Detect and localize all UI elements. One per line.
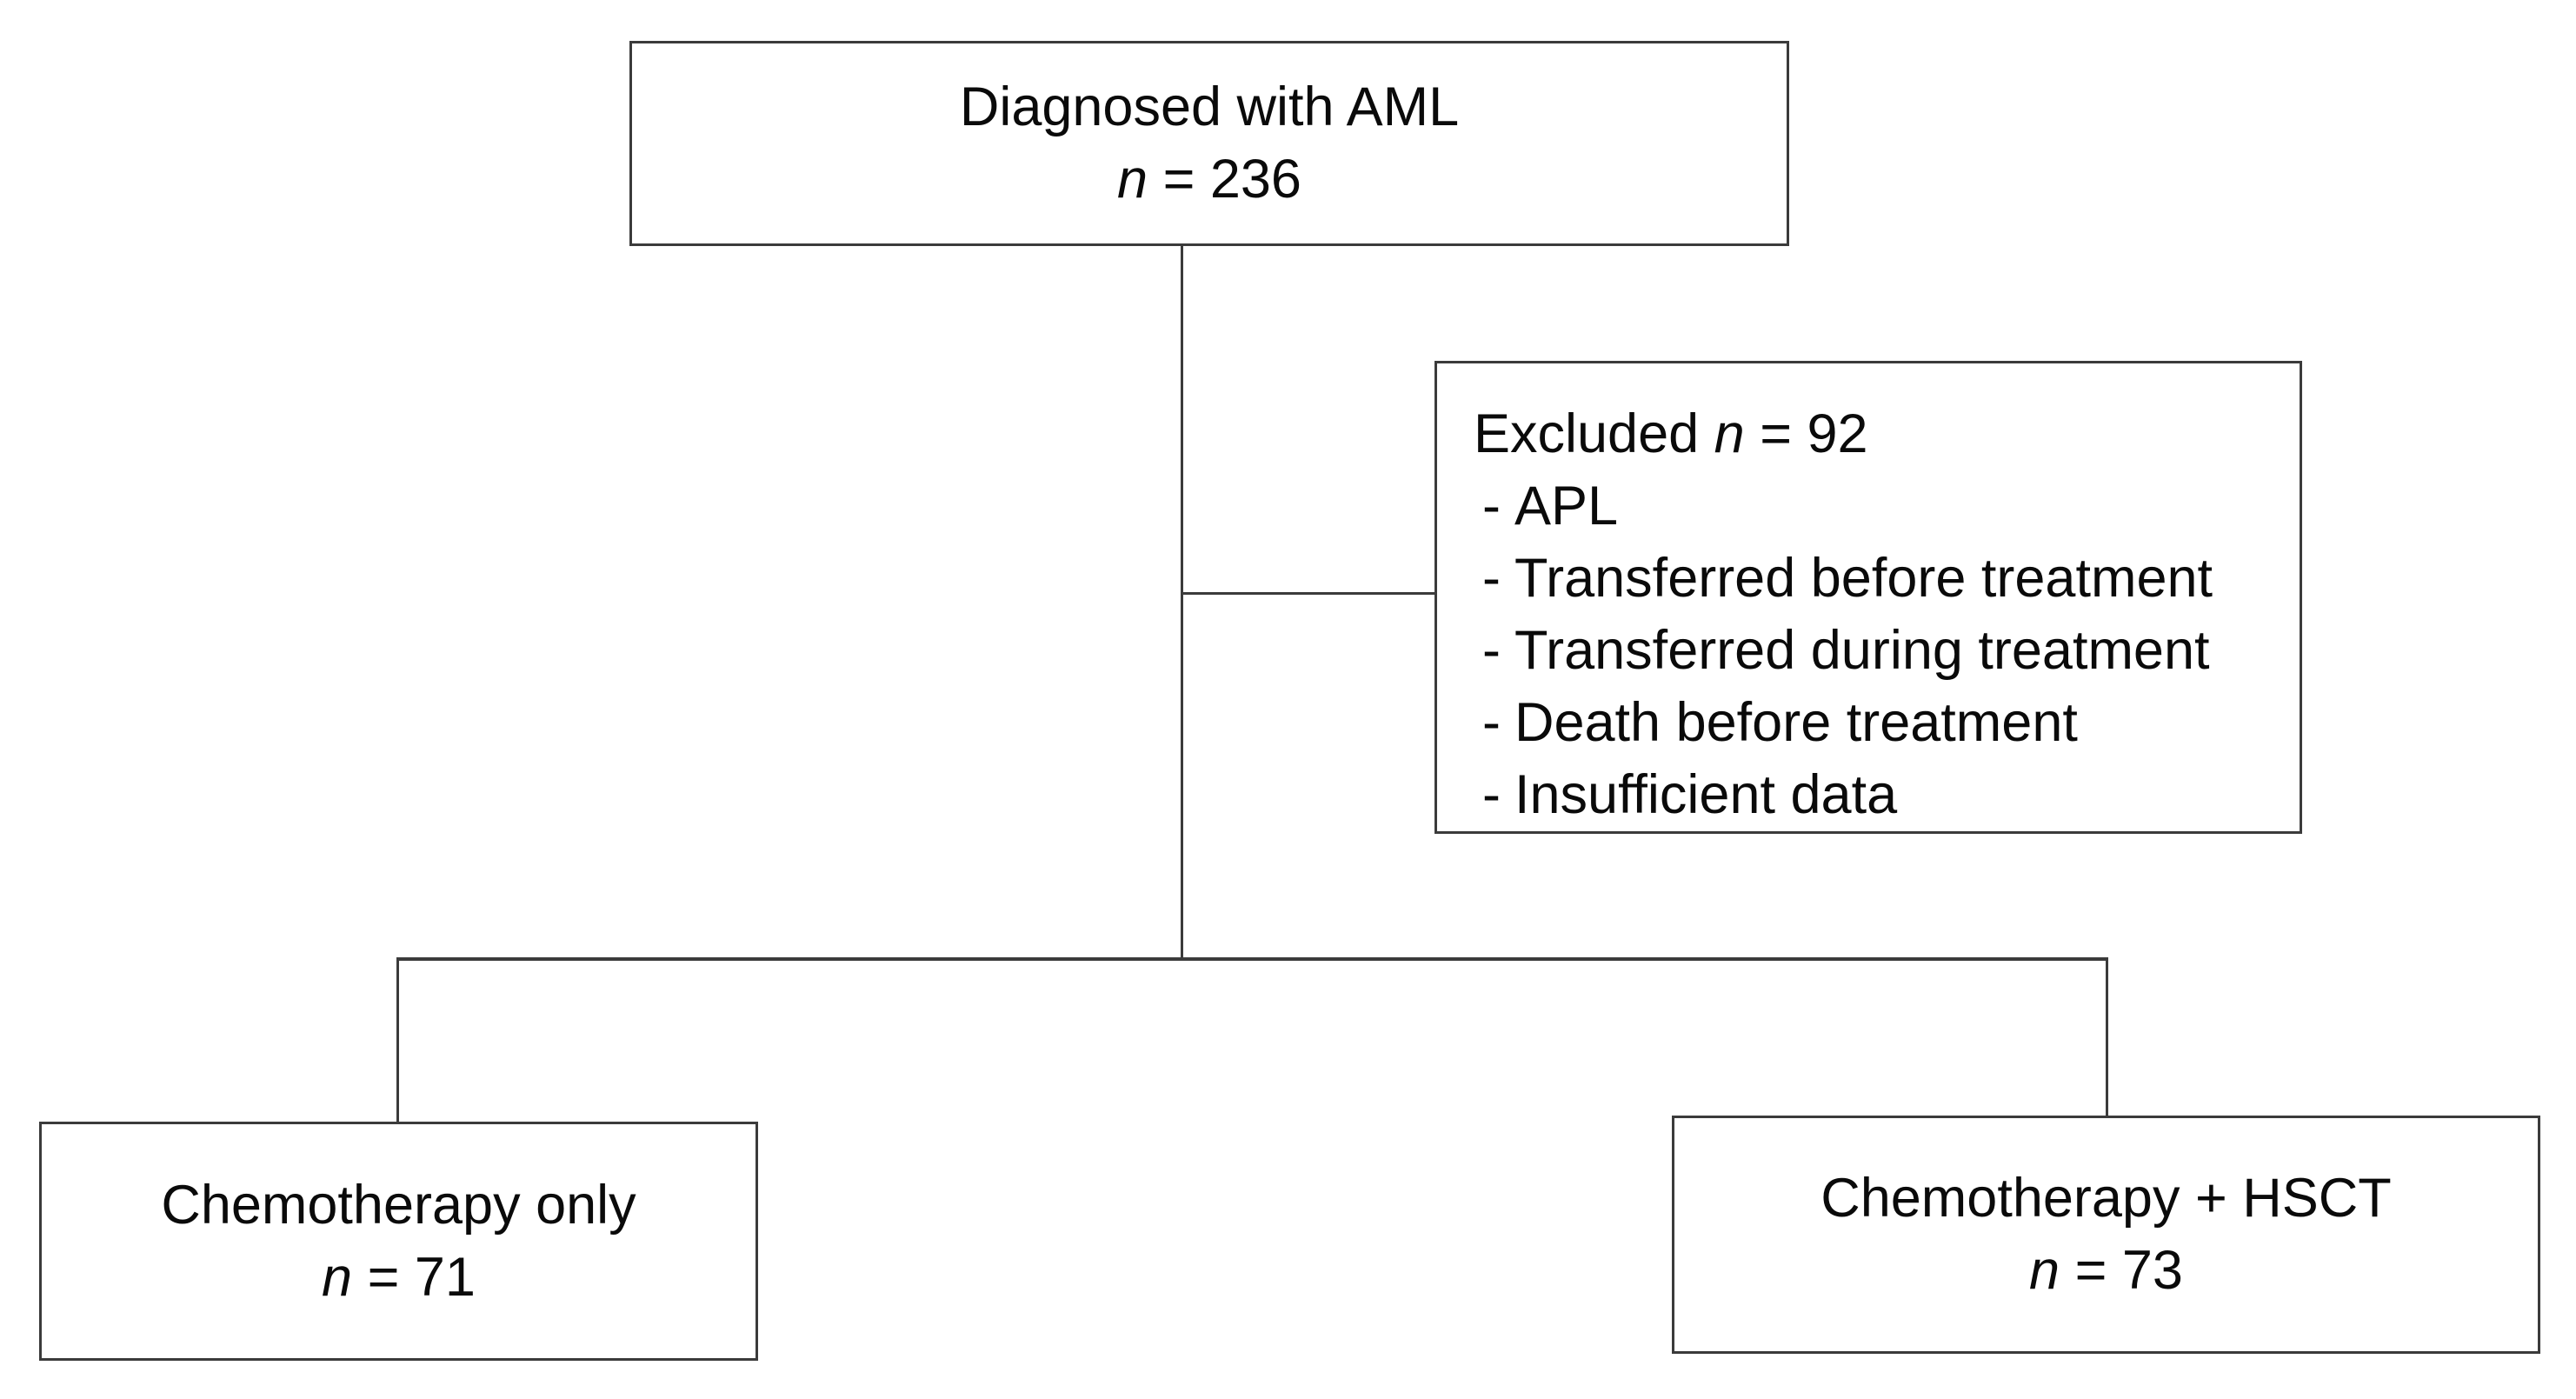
n-value: = 92 <box>1744 403 1868 464</box>
n-symbol: n <box>1714 403 1745 464</box>
node-diagnosed-aml: Diagnosed with AML n = 236 <box>629 41 1789 246</box>
excluded-item-label: Insufficient data <box>1514 764 1898 825</box>
n-value: = 236 <box>1148 149 1301 210</box>
connector-left-drop <box>396 957 399 1123</box>
n-symbol: n <box>1117 149 1148 210</box>
excluded-item: -Transferred during treatment <box>1474 615 2282 687</box>
excluded-item: -Transferred before treatment <box>1474 543 2282 615</box>
excluded-title-text: Excluded <box>1474 403 1714 464</box>
excluded-item: -Insufficient data <box>1474 759 2282 831</box>
node-diagnosed-label: Diagnosed with AML <box>959 77 1460 137</box>
connector-main-vertical <box>1181 246 1183 961</box>
dash-bullet: - <box>1482 548 1501 609</box>
excluded-item-label: Death before treatment <box>1514 692 2078 753</box>
node-excluded: Excluded n = 92 -APL -Transferred before… <box>1434 361 2302 834</box>
connector-excluded-branch <box>1181 592 1436 595</box>
excluded-title: Excluded n = 92 <box>1474 398 2282 470</box>
excluded-item: -Death before treatment <box>1474 687 2282 759</box>
dash-bullet: - <box>1482 764 1501 825</box>
connector-right-drop <box>2106 957 2108 1117</box>
excluded-item-label: Transferred before treatment <box>1514 548 2213 609</box>
n-symbol: n <box>2029 1240 2060 1301</box>
node-chemo-only-count: n = 71 <box>322 1242 476 1314</box>
node-chemo-hsct-count: n = 73 <box>2029 1235 2183 1307</box>
node-chemo-hsct-label: Chemotherapy + HSCT <box>1821 1168 2392 1229</box>
excluded-item-label: Transferred during treatment <box>1514 620 2210 681</box>
n-value: = 73 <box>2060 1240 2183 1301</box>
excluded-item: -APL <box>1474 470 2282 543</box>
node-chemotherapy-only: Chemotherapy only n = 71 <box>39 1122 758 1361</box>
node-diagnosed-count: n = 236 <box>1117 143 1301 216</box>
connector-split-horizontal <box>396 957 2108 961</box>
node-chemotherapy-hsct: Chemotherapy + HSCT n = 73 <box>1672 1116 2540 1354</box>
n-value: = 71 <box>352 1246 476 1308</box>
dash-bullet: - <box>1482 620 1501 681</box>
n-symbol: n <box>322 1246 353 1308</box>
excluded-item-label: APL <box>1514 476 1619 536</box>
dash-bullet: - <box>1482 476 1501 536</box>
node-chemo-only-label: Chemotherapy only <box>161 1174 636 1236</box>
dash-bullet: - <box>1482 692 1501 753</box>
